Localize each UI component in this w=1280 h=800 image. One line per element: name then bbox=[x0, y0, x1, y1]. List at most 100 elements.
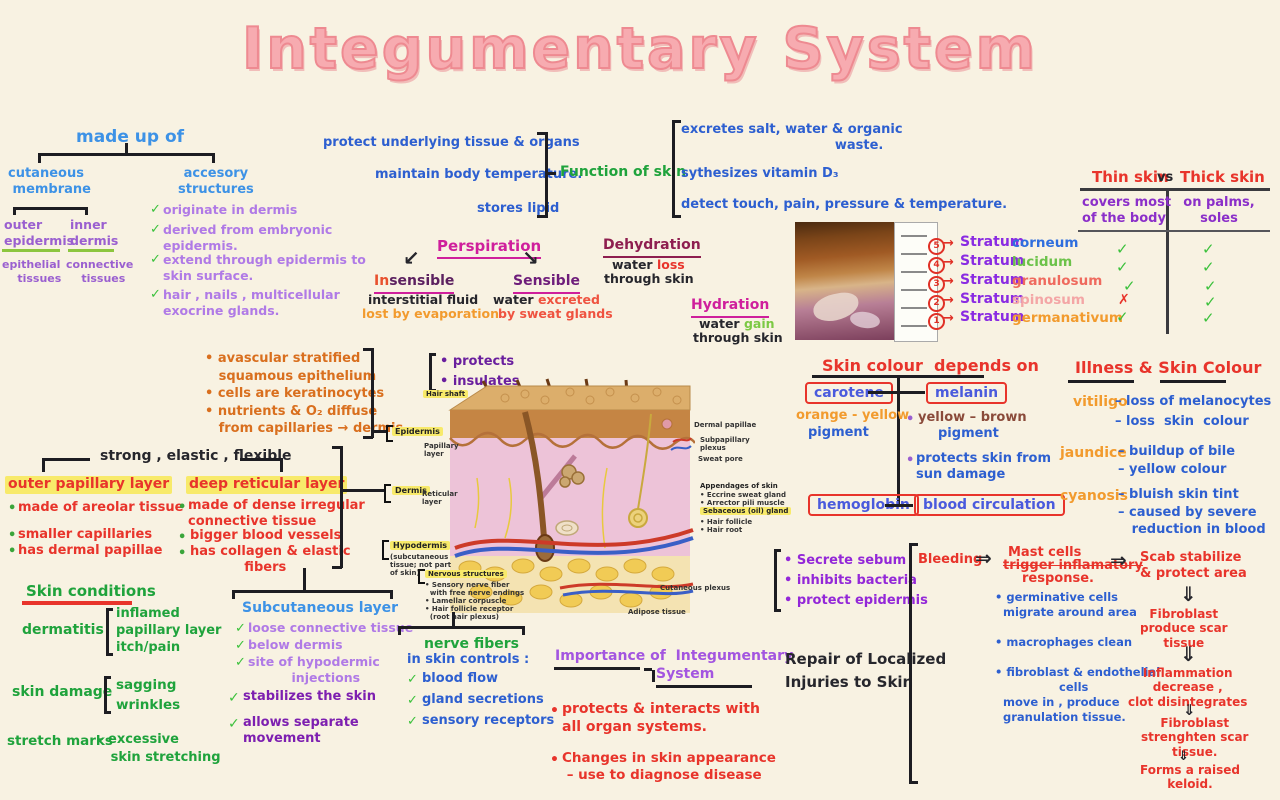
table-mark: ✓ bbox=[1204, 277, 1217, 295]
tiny-label-line bbox=[901, 271, 927, 273]
epithelial-tissues-label: epithelial tissues bbox=[2, 258, 62, 285]
arrow-right-icon: → bbox=[943, 293, 954, 308]
function-item: sythesizes vitamin D₃ bbox=[681, 166, 839, 181]
tiny-label-line bbox=[901, 253, 927, 255]
inner-dermis-label: inner dermis bbox=[70, 217, 119, 248]
connector-line bbox=[452, 612, 455, 627]
repair-step: Fibroblast strenghten scar tissue. bbox=[1141, 716, 1249, 759]
hypodermis-label: Hypodermis bbox=[390, 541, 451, 551]
bracket-line bbox=[106, 608, 113, 611]
bracket-line bbox=[232, 590, 392, 593]
papillary-point: smaller capillaries bbox=[18, 527, 153, 542]
subpapillary-plexus-label: Subpapillary plexus bbox=[700, 436, 750, 453]
dermis-label: Dermis bbox=[392, 486, 430, 496]
dehydration-line3: through skin bbox=[604, 271, 694, 286]
bullet-icon: • bbox=[178, 500, 187, 515]
bullet-icon: • bbox=[550, 703, 559, 719]
bullet-icon: • bbox=[8, 528, 17, 543]
protects-insulates-list: • protects • insulates bbox=[440, 354, 520, 390]
green-underline bbox=[2, 249, 60, 252]
green-underline bbox=[68, 249, 114, 252]
table-mark: ✓ bbox=[1202, 309, 1215, 327]
check-icon: ✓ bbox=[150, 222, 161, 237]
melanin-desc-line2: pigment bbox=[938, 426, 999, 441]
thick-skin-header: Thick skin bbox=[1180, 168, 1265, 186]
bracket-line bbox=[672, 215, 681, 218]
table-divider bbox=[1166, 188, 1169, 334]
illness-heading: Illness & Skin Colour bbox=[1075, 358, 1262, 377]
check-icon: ✓ bbox=[407, 693, 418, 708]
arrow-right-icon: → bbox=[943, 311, 954, 326]
appendage-items: • Eccrine sweat gland • Arrector pili mu… bbox=[700, 491, 787, 508]
connector-line bbox=[85, 207, 88, 215]
function-item: detect touch, pain, pressure & temperatu… bbox=[681, 197, 1008, 212]
nerve-fibers-title: nerve fibers bbox=[424, 636, 519, 652]
illness-desc: – bluish skin tint – caused by severe re… bbox=[1118, 487, 1266, 538]
epidermis-notes: • avascular stratified squamous epitheli… bbox=[205, 351, 404, 437]
connector-line bbox=[212, 153, 215, 163]
vs-label: vs bbox=[1157, 170, 1174, 185]
tiny-label-line bbox=[901, 325, 927, 327]
function-item: maintain body temperature. bbox=[375, 167, 583, 182]
bracket-line bbox=[537, 215, 545, 218]
illness-name: jaundice bbox=[1060, 445, 1127, 461]
melanin-desc-line3: protects skin from sun damage bbox=[916, 451, 1052, 483]
condition-detail: inflamed papillary layer itch/pain bbox=[116, 606, 222, 655]
bracket-line bbox=[390, 590, 393, 599]
accessory-point: originate in dermis bbox=[163, 202, 298, 217]
outer-epidermis-label: outer epidermis bbox=[4, 217, 75, 248]
insensible-line3: lost by evaporation bbox=[362, 306, 500, 321]
hydration-heading: Hydration bbox=[691, 297, 770, 318]
bracket-line bbox=[106, 653, 113, 656]
arrow-down-double-icon: ⇓ bbox=[1178, 749, 1189, 764]
dehydration-water: water bbox=[612, 257, 657, 272]
bleeding-label: Bleeding bbox=[918, 552, 983, 567]
bracket-line bbox=[332, 446, 342, 449]
bracket-line bbox=[429, 353, 436, 356]
bracket-line bbox=[522, 626, 525, 635]
bracket-line bbox=[545, 132, 548, 218]
check-icon: ✓ bbox=[407, 672, 418, 687]
bracket-line bbox=[104, 676, 107, 714]
table-mark-cross: ✗ bbox=[1118, 292, 1130, 308]
sensible-excreted: excreted bbox=[537, 292, 600, 307]
arrow-down-double-icon: ⇓ bbox=[1183, 701, 1196, 719]
illness-desc: – loss of melanocytes – loss skin colour bbox=[1115, 394, 1272, 429]
nervous-structures-items: • Sensory nerve fiber with free nerve en… bbox=[425, 581, 525, 622]
papillary-layer-title: outer papillary layer bbox=[5, 476, 173, 494]
table-mark: ✓ bbox=[1116, 308, 1129, 326]
bracket-line bbox=[672, 120, 681, 123]
bracket-line bbox=[548, 172, 556, 175]
reticular-point: made of dense irregular connective tissu… bbox=[188, 498, 365, 530]
condition-name: dermatitis bbox=[22, 622, 104, 638]
bracket-line bbox=[398, 626, 524, 629]
melanin-desc-line1: yellow – brown bbox=[918, 410, 1027, 425]
arrow-right-icon: → bbox=[943, 236, 954, 251]
connector-line bbox=[897, 375, 900, 505]
reticular-layer-title: deep reticular layer bbox=[186, 476, 348, 494]
bracket-line bbox=[363, 436, 373, 439]
blood-circulation-box: blood circulation bbox=[914, 494, 1065, 516]
table-mark: ✓ bbox=[1116, 258, 1129, 276]
connector-line bbox=[38, 153, 41, 163]
bracket-line bbox=[104, 676, 111, 679]
dermal-papillae-label: Dermal papillae bbox=[694, 421, 757, 429]
check-icon: ✓ bbox=[150, 252, 161, 267]
condition-name: skin damage bbox=[12, 684, 113, 700]
dehydration-heading: Dehydration bbox=[603, 237, 701, 258]
nervous-structures-label: Nervous structures bbox=[425, 570, 507, 579]
dehydration-line2: water loss bbox=[612, 257, 685, 273]
bracket-line bbox=[42, 458, 90, 461]
check-icon: ✓ bbox=[150, 202, 161, 217]
stratum-germinativum-label: germanativum bbox=[1012, 310, 1123, 326]
bracket-line bbox=[363, 348, 373, 351]
table-line bbox=[1080, 188, 1270, 191]
mast-cells-line1: Mast cells bbox=[1008, 545, 1082, 560]
perspiration-heading: Perspiration bbox=[437, 237, 542, 259]
hypodermis-sublabel: (subcutaneous tissue; not part of skin) bbox=[390, 553, 452, 578]
arrow-down-left-icon: ↙ bbox=[403, 246, 420, 270]
bullet-icon: • bbox=[178, 546, 187, 561]
thin-column-header: covers most of the body bbox=[1082, 195, 1172, 227]
red-underline bbox=[22, 601, 132, 605]
dehydration-loss: loss bbox=[656, 257, 685, 272]
